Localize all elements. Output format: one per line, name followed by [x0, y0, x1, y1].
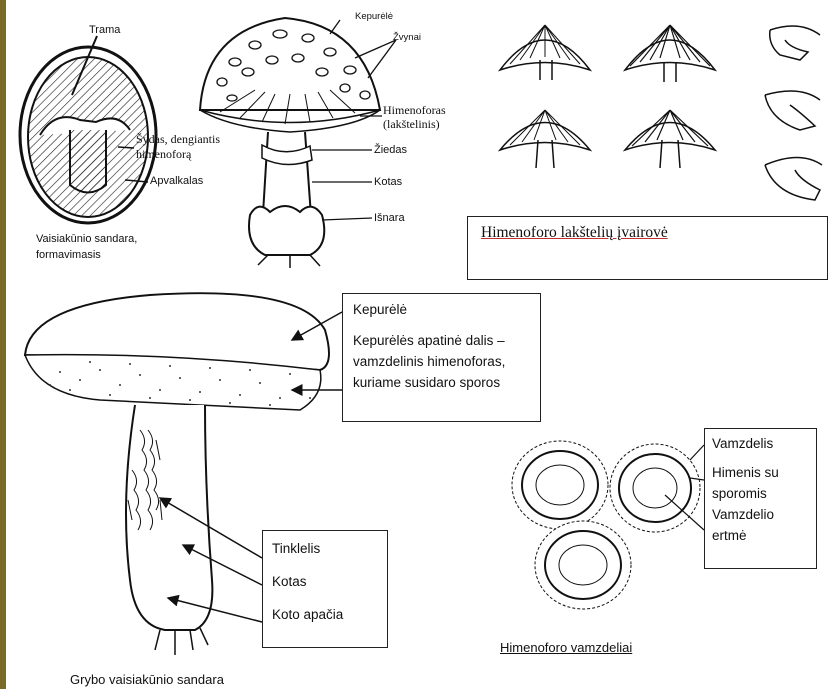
- label-sydas: Šydas, dengiantis: [136, 133, 220, 147]
- label-apvalkalas: Apvalkalas: [150, 175, 203, 188]
- gill-4: [625, 110, 715, 168]
- stem-label-box: Tinklelis Kotas Koto apačia: [262, 530, 388, 648]
- box-sporomis: sporomis: [712, 484, 779, 505]
- gill-variety-title: Himenoforo lakštelių įvairovė: [481, 224, 668, 242]
- tube-1: [512, 441, 608, 529]
- box-tinklelis: Tinklelis: [272, 539, 343, 560]
- box-vamzdelinis: vamzdelinis himenoforas,: [353, 352, 505, 373]
- tube-2: [610, 444, 700, 532]
- gill-profile-3: [765, 158, 822, 201]
- gill-variety-drawings: [500, 25, 822, 200]
- gill-profile-2: [765, 91, 820, 130]
- gill-variety-box: Himenoforo lakštelių įvairovė: [467, 216, 828, 280]
- gill-1: [500, 25, 590, 80]
- box-vamzdelio: Vamzdelio: [712, 505, 779, 526]
- caption-vaisiakunio: Vaisiakūnio sandara,: [36, 233, 137, 246]
- label-sydas-2: himenoforą: [136, 148, 191, 162]
- amanita-drawing: [200, 18, 396, 268]
- left-edge-bar: [0, 0, 6, 689]
- cap-label-box: Kepurėlė Kepurėlės apatinė dalis – vamzd…: [342, 293, 541, 422]
- caption-grybo: Grybo vaisiakūnio sandara: [70, 673, 224, 688]
- label-lakstelinis: (lakštelinis): [383, 118, 440, 132]
- gill-profile-1: [770, 26, 820, 60]
- label-himenoforas: Himenoforas: [383, 104, 446, 118]
- label-zvynai: Žvynai: [393, 33, 421, 44]
- label-ziedas: Žiedas: [374, 144, 407, 157]
- label-trama: Trama: [89, 24, 120, 37]
- egg-section-drawing: [20, 36, 156, 223]
- box-kepurele: Kepurėlė: [353, 300, 505, 321]
- box-kotas: Kotas: [272, 572, 343, 593]
- label-kepurele-top: Kepurėlė: [355, 12, 393, 23]
- tube-label-box: Vamzdelis Himenis su sporomis Vamzdelio …: [704, 428, 817, 569]
- tube-3: [535, 521, 631, 609]
- gill-2: [625, 25, 715, 82]
- box-himenis: Himenis su: [712, 463, 779, 484]
- caption-himenoforo-text: Himenoforo vamzdeliai: [500, 640, 632, 655]
- box-apatine-dalis: Kepurėlės apatinė dalis –: [353, 331, 505, 352]
- box-koto-apacia: Koto apačia: [272, 605, 343, 626]
- tubes-drawing: [512, 441, 704, 609]
- label-isnara: Išnara: [374, 212, 405, 225]
- gill-3: [500, 110, 590, 168]
- box-vamzdelis: Vamzdelis: [712, 434, 779, 455]
- caption-himenoforo-vamzdeliai: Himenoforo vamzdeliai: [500, 641, 632, 656]
- box-ertme: ertmė: [712, 526, 779, 547]
- label-kotas-top: Kotas: [374, 176, 402, 189]
- box-sporos: kuriame susidaro sporos: [353, 373, 505, 394]
- caption-formavimasis: formavimasis: [36, 249, 101, 262]
